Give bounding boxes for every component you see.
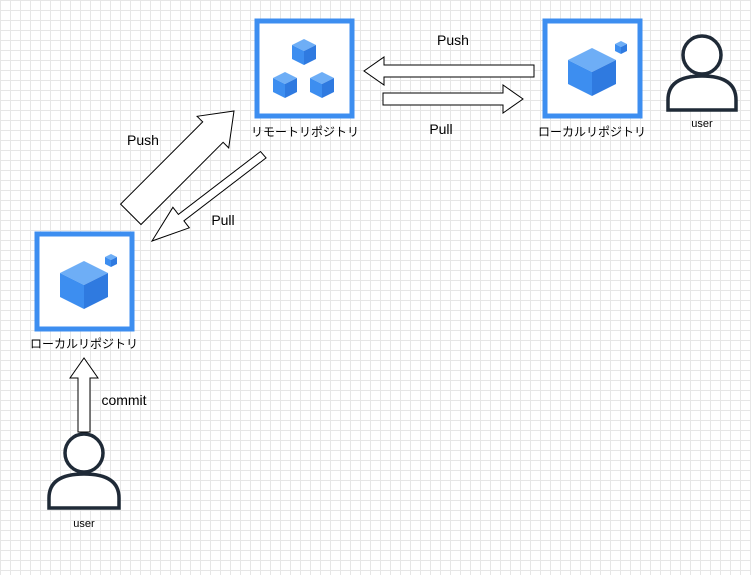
local-repository-left[interactable]: ローカルリポジトリ [30, 231, 138, 351]
pull-arrow-left[interactable]: Pull [150, 150, 267, 242]
remote-repository-frame [254, 18, 355, 119]
local-repository-right-label: ローカルリポジトリ [538, 125, 646, 139]
local-repository-left-label: ローカルリポジトリ [30, 337, 138, 351]
push-left-label: Push [127, 132, 159, 148]
commit-arrow[interactable]: commit [69, 357, 147, 433]
push-arrow-right[interactable]: Push [363, 32, 535, 86]
local-repository-right[interactable]: ローカルリポジトリ [538, 18, 646, 139]
pull-arrow-left-shape [150, 150, 267, 242]
pull-arrow-right-shape [382, 84, 524, 114]
user-right-label: user [691, 118, 713, 130]
user-icon [666, 34, 738, 112]
push-arrow-left[interactable]: Push [119, 110, 235, 226]
push-right-label: Push [437, 32, 469, 48]
push-arrow-left-shape [119, 110, 235, 226]
commit-label: commit [101, 392, 146, 408]
user-left-label: user [73, 518, 95, 530]
pull-left-label: Pull [211, 212, 234, 228]
commit-arrow-shape [69, 357, 99, 433]
pull-arrow-right[interactable]: Pull [382, 84, 524, 137]
user-icon [47, 432, 121, 510]
push-arrow-right-shape [363, 56, 535, 86]
local-repository-right-frame [542, 18, 643, 119]
pull-right-label: Pull [429, 121, 452, 137]
remote-repository[interactable]: リモートリポジトリ [251, 18, 359, 139]
user-left[interactable]: user [47, 432, 121, 530]
remote-repository-label: リモートリポジトリ [251, 125, 359, 139]
user-right[interactable]: user [666, 34, 738, 130]
